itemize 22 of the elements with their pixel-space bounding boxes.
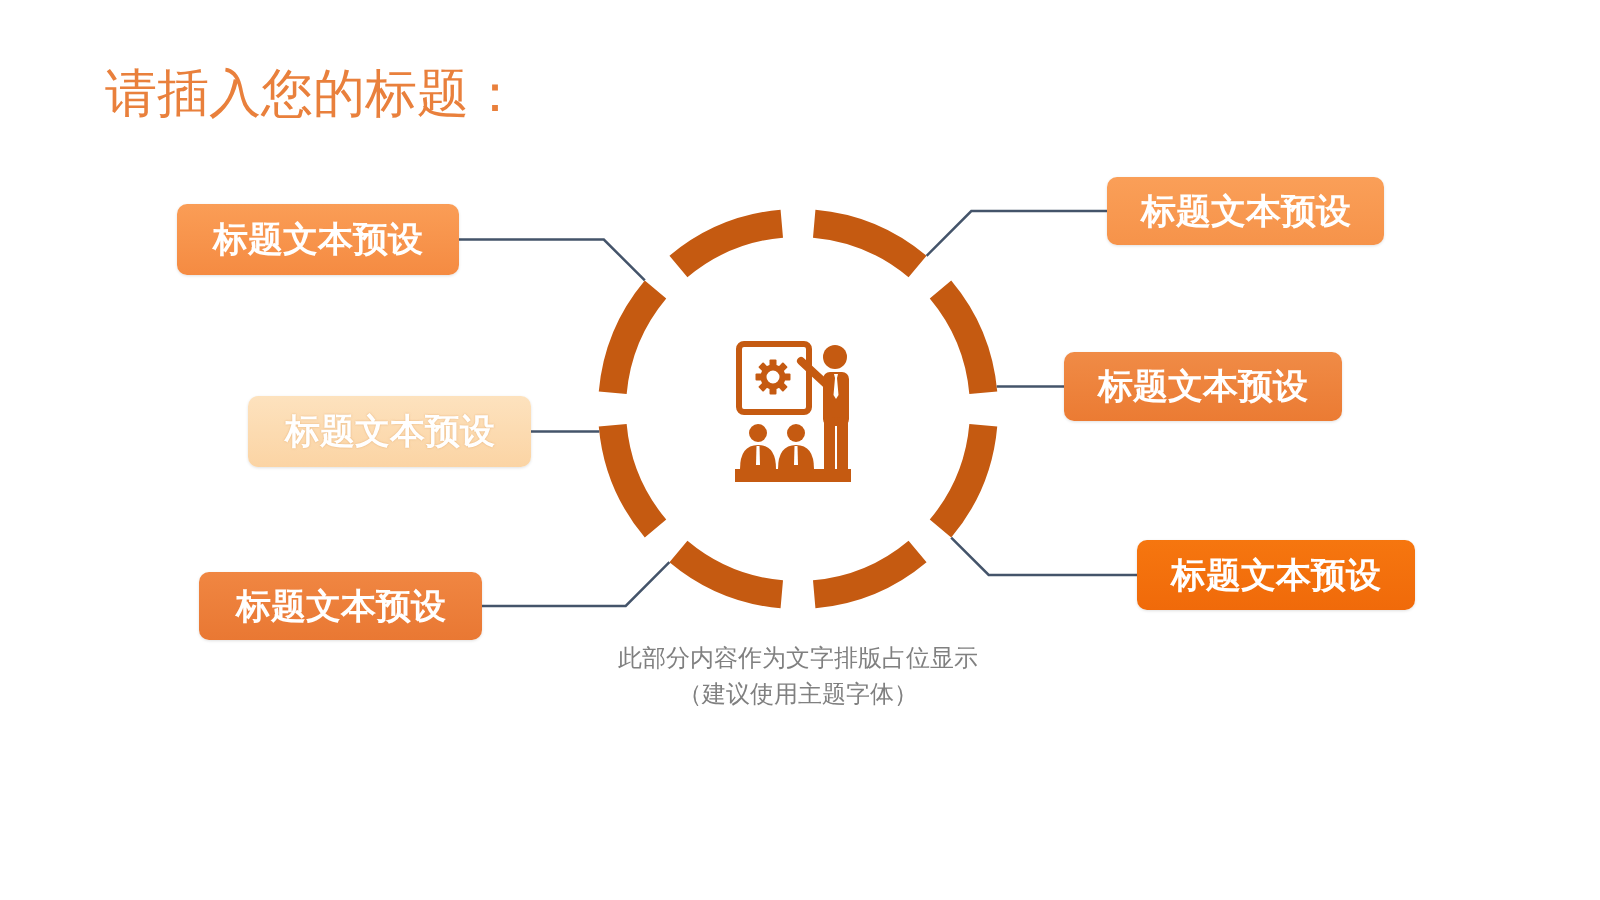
ring-segment bbox=[669, 540, 783, 609]
leader-line bbox=[459, 238, 646, 282]
topic-box: 标题文本预设 bbox=[1107, 177, 1384, 245]
ring-segment bbox=[929, 280, 998, 394]
leader-line bbox=[482, 561, 671, 608]
ring-segment bbox=[669, 209, 783, 278]
topic-box: 标题文本预设 bbox=[1137, 540, 1415, 610]
ring-segment bbox=[598, 424, 667, 538]
topic-box: 标题文本预设 bbox=[248, 396, 531, 467]
topic-box: 标题文本预设 bbox=[1064, 352, 1342, 421]
ring-segment bbox=[813, 209, 927, 278]
ring-segment bbox=[813, 540, 927, 609]
topic-box: 标题文本预设 bbox=[177, 204, 459, 275]
leader-line bbox=[925, 209, 1107, 257]
topic-box: 标题文本预设 bbox=[199, 572, 482, 640]
note-text: 此部分内容作为文字排版占位显示（建议使用主题字体） bbox=[617, 643, 979, 710]
ring-segment bbox=[929, 424, 998, 538]
leader-line bbox=[531, 430, 600, 433]
slide-title: 请插入您的标题： bbox=[105, 62, 521, 124]
ring-segment bbox=[598, 280, 667, 394]
leader-line bbox=[950, 536, 1137, 577]
leader-line bbox=[996, 385, 1064, 388]
